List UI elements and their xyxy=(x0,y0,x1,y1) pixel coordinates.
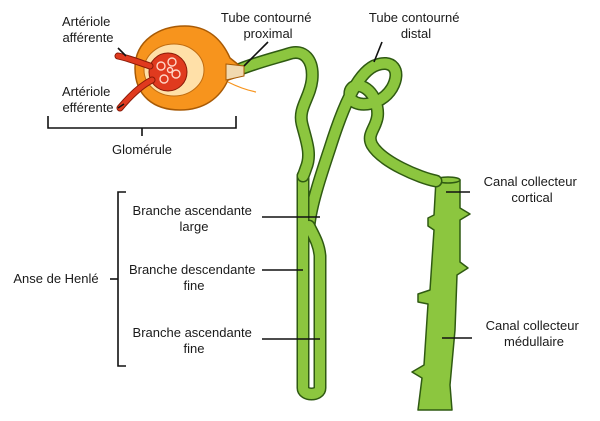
collecting-duct xyxy=(411,176,471,411)
capsule-neck xyxy=(225,63,245,81)
label-tube-distal: Tube contourné distal xyxy=(369,10,463,41)
leader-tube-proximal xyxy=(243,41,269,67)
label-glomerule: Glomérule xyxy=(112,142,172,157)
leader-tube-distal xyxy=(373,41,383,63)
labels: Artériole afférente Artériole efférente … xyxy=(13,10,583,356)
label-arteriole-afferente: Artériole afférente xyxy=(62,14,114,45)
label-anse-henle: Anse de Henlé xyxy=(13,271,98,286)
leader-arteriole-afferente xyxy=(117,47,127,57)
label-arteriole-efferente: Artériole efférente xyxy=(62,84,114,115)
loop-of-henle xyxy=(296,169,327,401)
label-canal-medullaire: Canal collecteur médullaire xyxy=(486,318,583,349)
glomerulus xyxy=(114,25,257,112)
proximal-tubule-path xyxy=(233,47,318,181)
distal-tubule-path xyxy=(304,58,441,231)
collecting-duct-shape xyxy=(411,179,471,411)
proximal-tubule xyxy=(231,46,319,183)
loop-of-henle-path xyxy=(298,171,325,399)
distal-tubule xyxy=(302,57,443,233)
label-canal-cortical: Canal collecteur cortical xyxy=(484,174,581,205)
leader-arteriole-efferente xyxy=(117,103,125,109)
glomerule-bracket xyxy=(47,116,237,129)
label-branche-ascendante-fine: Branche ascendante fine xyxy=(133,325,256,356)
leader-lines xyxy=(47,41,472,367)
capillary-loops xyxy=(156,57,181,84)
label-branche-descendante-fine: Branche descendante fine xyxy=(129,262,259,293)
label-branche-ascendante-large: Branche ascendante large xyxy=(133,203,256,234)
anse-henle-bracket xyxy=(117,191,126,367)
label-tube-proximal: Tube contourné proximal xyxy=(221,10,315,41)
